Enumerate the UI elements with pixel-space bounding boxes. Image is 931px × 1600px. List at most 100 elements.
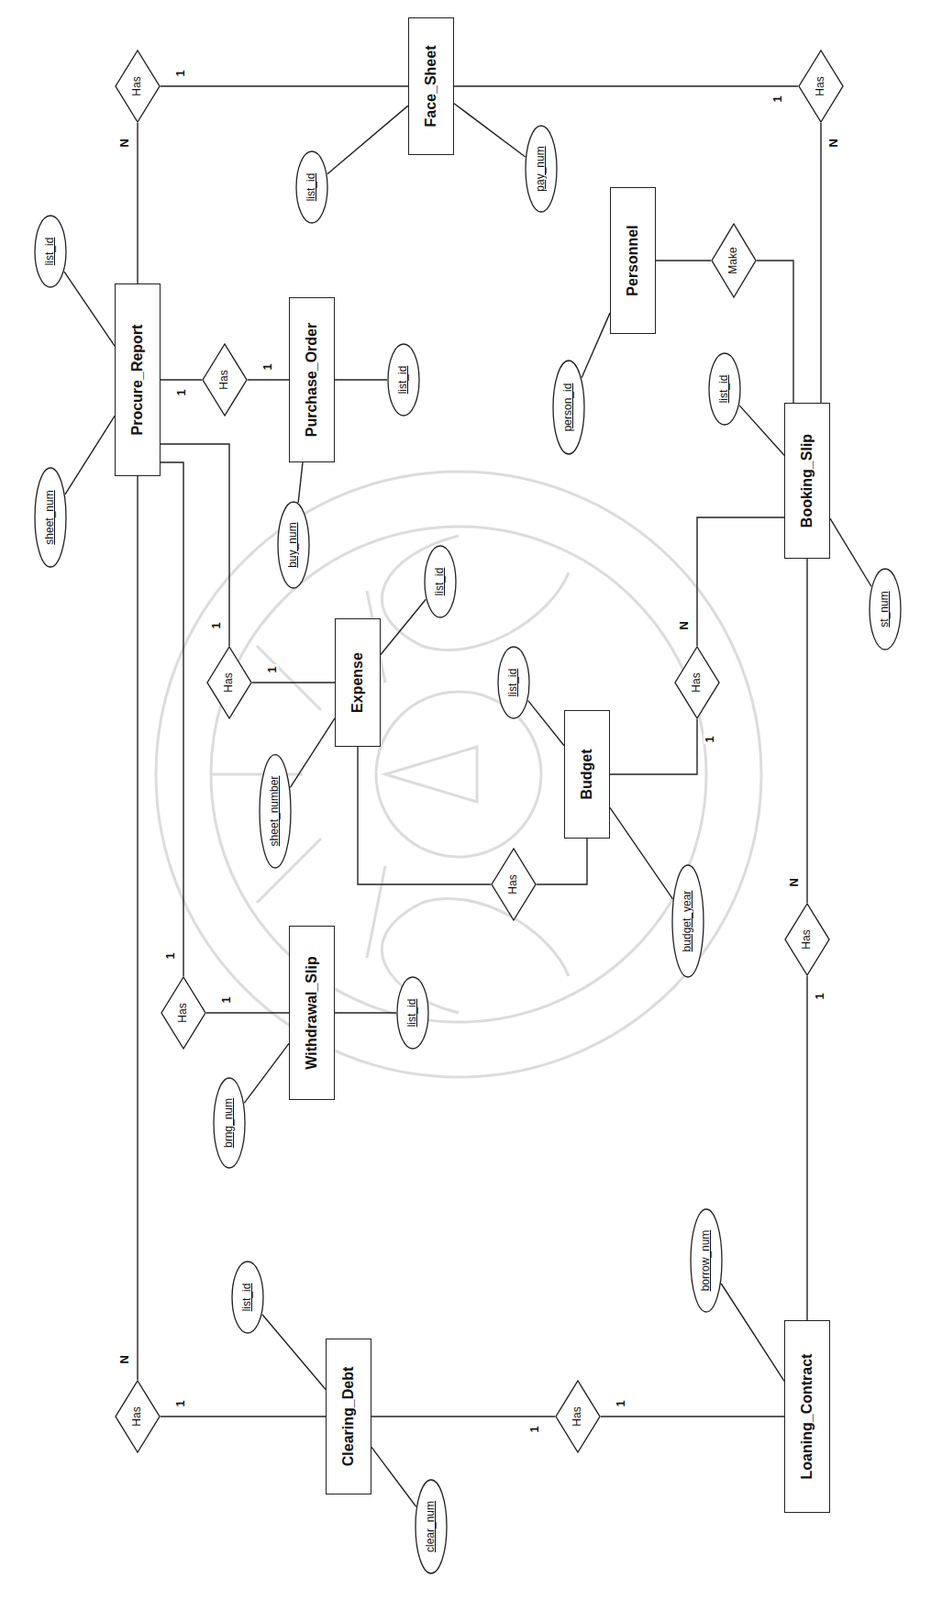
cardinality-label: 1	[174, 1397, 188, 1408]
attribute-line	[371, 1446, 417, 1507]
attribute-line	[243, 1042, 289, 1103]
node-text: Personnel	[624, 224, 642, 296]
cardinality-label: N	[677, 619, 691, 632]
attribute-ellipse: list_id	[295, 150, 329, 224]
entity-box: Budget	[564, 709, 610, 839]
node-text: Has	[131, 76, 145, 96]
attribute-ellipse: sheet_number	[258, 753, 292, 868]
relationship-line	[136, 122, 138, 284]
attribute-ellipse: brng_num	[212, 1076, 246, 1169]
attribute-ellipse: st_num	[868, 567, 902, 651]
relationship-line	[806, 558, 808, 903]
attribute-line	[65, 415, 115, 494]
node-text: Procure_Report	[129, 324, 146, 436]
attribute-line	[289, 718, 335, 788]
attribute-line	[327, 105, 409, 175]
attribute-ellipse: list_id	[423, 544, 457, 619]
seal-rings	[155, 471, 762, 1077]
node-text: list_id	[397, 365, 411, 395]
cardinality-label: 1	[220, 994, 233, 1005]
attribute-ellipse: buy_num	[277, 500, 311, 589]
node-text: Has	[690, 672, 704, 692]
attribute-line	[609, 807, 673, 899]
entity-box: Face_Sheet	[408, 17, 455, 156]
cardinality-label: 1	[175, 387, 189, 398]
attribute-ellipse: borrow_num	[689, 1208, 723, 1313]
cardinality-label: 1	[164, 950, 178, 961]
relationship-line	[609, 719, 698, 775]
node-text: Has	[800, 929, 814, 949]
cardinality-label: N	[118, 1352, 132, 1365]
relationship-line	[371, 1415, 555, 1417]
node-text: list_id	[507, 668, 521, 698]
relationship-line	[252, 681, 335, 683]
relationship-line	[697, 517, 785, 646]
node-text: Expense	[349, 652, 366, 713]
cardinality-label: 1	[261, 361, 275, 372]
relationship-line	[160, 462, 184, 976]
relationship-line	[136, 476, 138, 1380]
relationship-line	[536, 838, 588, 885]
node-text: Face_Sheet	[422, 45, 440, 128]
cardinality-label: N	[787, 875, 801, 888]
relationship-diamond: Has	[206, 645, 253, 720]
entity-box: Personnel	[609, 187, 656, 334]
relationship-diamond: Has	[114, 1379, 161, 1453]
attribute-ellipse: budget_year	[671, 864, 705, 978]
relationship-diamond: Has	[201, 343, 248, 417]
node-text: Has	[177, 1002, 190, 1022]
node-text: brng_num	[222, 1097, 236, 1148]
node-text: buy_num	[287, 521, 300, 567]
relationship-diamond: Has	[490, 847, 537, 921]
node-text: list_id	[305, 173, 319, 202]
node-text: Clearing_Debt	[340, 1366, 357, 1466]
relationship-line	[454, 85, 798, 87]
attribute-ellipse: list_id	[708, 352, 742, 426]
node-text: sheet_num	[44, 489, 57, 544]
cardinality-label: 1	[174, 67, 188, 78]
relationship-line	[357, 746, 491, 885]
relationship-line	[756, 260, 794, 403]
attribute-line	[454, 103, 526, 157]
node-text: Has	[222, 672, 236, 692]
node-text: Budget	[578, 748, 596, 799]
relationship-line	[820, 122, 821, 403]
entity-box: Expense	[334, 618, 381, 747]
entity-box: Purchase_Order	[288, 297, 335, 463]
cardinality-label: 1	[703, 733, 717, 744]
node-text: sheet_number	[268, 775, 282, 847]
attribute-ellipse: list_id	[33, 214, 67, 289]
relationship-diamond: Has	[674, 645, 721, 720]
attribute-line	[528, 700, 565, 746]
node-text: clear_num	[424, 1500, 438, 1552]
cardinality-label: N	[118, 136, 132, 149]
relationship-diamond: Has	[554, 1379, 601, 1453]
attribute-line	[720, 1283, 785, 1381]
attribute-ellipse: person_id	[552, 359, 586, 455]
entity-box: Loaning_Contract	[784, 1319, 831, 1513]
cardinality-label: 1	[771, 93, 785, 104]
attribute-line	[380, 598, 426, 654]
node-text: borrow_num	[699, 1230, 713, 1292]
node-text: Loaning_Contract	[798, 1353, 816, 1480]
node-text: Has	[131, 1406, 145, 1426]
relationship-line	[160, 1415, 326, 1417]
attribute-line	[830, 518, 872, 587]
cardinality-label: 1	[266, 664, 279, 675]
relationship-line	[160, 443, 230, 646]
relationship-line	[600, 1415, 785, 1417]
attribute-line	[262, 1314, 326, 1390]
node-text: list_id	[406, 998, 420, 1028]
attribute-line	[739, 405, 785, 455]
relationship-diamond: Make	[710, 222, 757, 299]
relationship-line	[655, 259, 711, 261]
relationship-diamond: Has	[784, 902, 831, 976]
node-text: Booking_Slip	[798, 433, 816, 528]
entity-box: Booking_Slip	[784, 402, 831, 559]
attribute-line	[298, 462, 303, 503]
node-text: Has	[507, 874, 521, 894]
node-text: st_num	[878, 590, 892, 627]
relationship-diamond: Has	[160, 975, 207, 1050]
cardinality-label: 1	[528, 1423, 542, 1434]
